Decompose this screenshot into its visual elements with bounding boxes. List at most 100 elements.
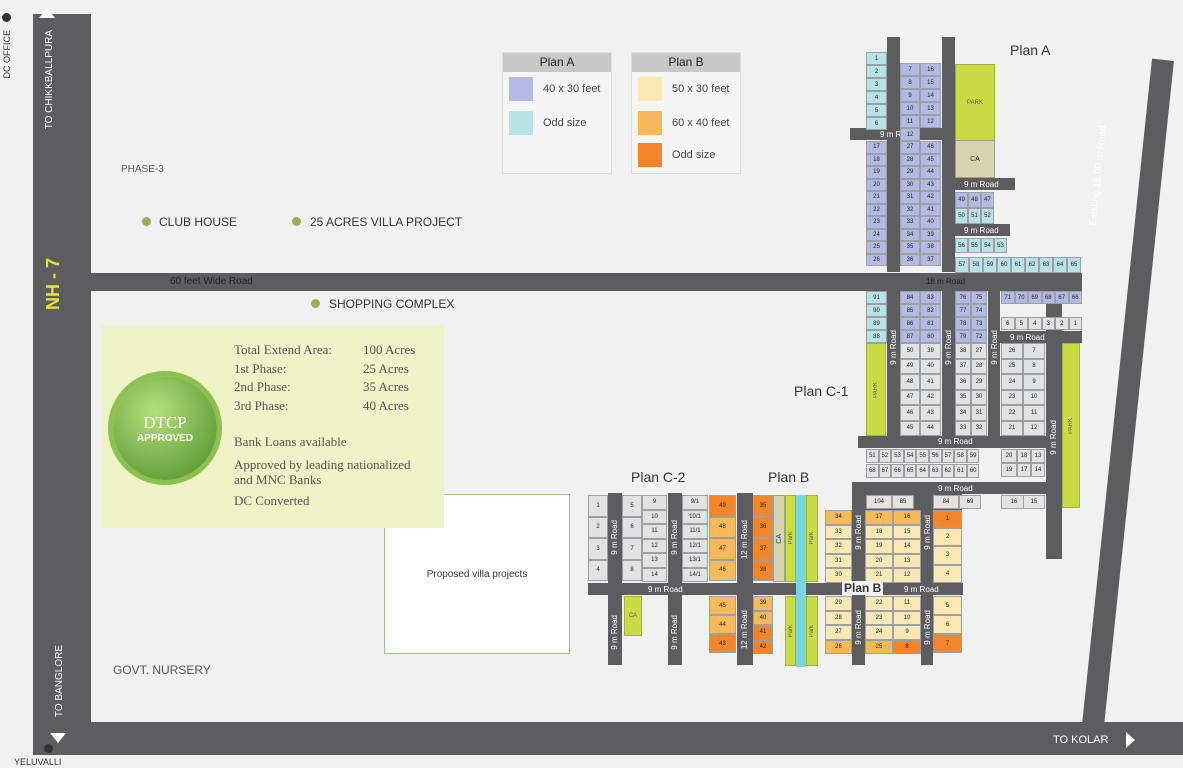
- plot-54[interactable]: 54: [981, 238, 994, 253]
- plot-1[interactable]: 1: [588, 495, 608, 517]
- plot-47[interactable]: 47: [709, 538, 736, 560]
- plot-21[interactable]: 21: [1001, 420, 1023, 436]
- plot-19[interactable]: 19: [866, 166, 887, 179]
- plot-55[interactable]: 55: [968, 238, 981, 253]
- plot-5[interactable]: 5: [1014, 317, 1028, 330]
- plot-26[interactable]: 26: [866, 253, 887, 266]
- plot-68[interactable]: 68: [1041, 291, 1055, 304]
- plot-28[interactable]: 28: [971, 358, 987, 374]
- plot-65[interactable]: 65: [1067, 257, 1081, 273]
- plot-2[interactable]: 2: [588, 516, 608, 538]
- plot-85[interactable]: 85: [892, 495, 914, 509]
- plot-23[interactable]: 23: [866, 216, 887, 229]
- plot-67[interactable]: 67: [878, 464, 892, 478]
- plot-32[interactable]: 32: [971, 420, 987, 436]
- plot-44[interactable]: 44: [709, 615, 736, 634]
- plot-44[interactable]: 44: [920, 166, 941, 179]
- plot-3[interactable]: 3: [866, 78, 887, 91]
- plot-7[interactable]: 7: [1023, 343, 1045, 359]
- plot-30[interactable]: 30: [900, 178, 920, 191]
- plot-18[interactable]: 18: [865, 524, 893, 539]
- plot-13[interactable]: 13: [893, 553, 921, 568]
- plot-16[interactable]: 16: [893, 510, 921, 525]
- plot-44[interactable]: 44: [920, 420, 941, 436]
- plot-9[interactable]: 9: [893, 625, 921, 640]
- plot-31[interactable]: 31: [971, 405, 987, 421]
- plot-48[interactable]: 48: [968, 192, 981, 208]
- plot-7[interactable]: 7: [622, 538, 642, 560]
- plot-25[interactable]: 25: [1001, 358, 1023, 374]
- plot-14/1[interactable]: 14/1: [682, 567, 708, 582]
- plot-31[interactable]: 31: [825, 553, 852, 568]
- plot-74[interactable]: 74: [971, 304, 987, 317]
- plot-54[interactable]: 54: [903, 449, 917, 463]
- plot-5[interactable]: 5: [933, 596, 962, 615]
- plot-78[interactable]: 78: [955, 317, 971, 330]
- plot-68[interactable]: 68: [866, 464, 879, 478]
- plot-9[interactable]: 9: [642, 495, 667, 510]
- plot-85[interactable]: 85: [900, 304, 920, 317]
- plot-3[interactable]: 3: [933, 546, 962, 565]
- plot-41[interactable]: 41: [753, 625, 773, 640]
- plot-20[interactable]: 20: [866, 178, 887, 191]
- plot-39[interactable]: 39: [920, 343, 941, 359]
- plot-73[interactable]: 73: [971, 317, 987, 330]
- plot-15[interactable]: 15: [920, 76, 941, 89]
- plot-40[interactable]: 40: [920, 216, 941, 229]
- plot-11[interactable]: 11: [900, 115, 920, 128]
- plot-60[interactable]: 60: [966, 464, 980, 478]
- plot-89[interactable]: 89: [866, 317, 887, 330]
- plot-81[interactable]: 81: [920, 317, 941, 330]
- plot-33[interactable]: 33: [825, 524, 852, 539]
- plot-25[interactable]: 25: [866, 241, 887, 254]
- plot-11[interactable]: 11: [642, 524, 667, 539]
- plot-11[interactable]: 11: [1023, 405, 1045, 421]
- plot-58[interactable]: 58: [954, 449, 967, 463]
- plot-30[interactable]: 30: [971, 389, 987, 405]
- plot-4[interactable]: 4: [866, 91, 887, 104]
- plot-24[interactable]: 24: [1001, 374, 1023, 390]
- plot-26[interactable]: 26: [1001, 343, 1023, 359]
- plot-10[interactable]: 10: [893, 610, 921, 625]
- plot-42[interactable]: 42: [753, 639, 773, 654]
- plot-104[interactable]: 104: [866, 495, 892, 509]
- plot-75[interactable]: 75: [971, 291, 987, 304]
- plot-59[interactable]: 59: [966, 449, 980, 463]
- plot-34[interactable]: 34: [825, 510, 852, 525]
- plot-35[interactable]: 35: [900, 241, 920, 254]
- plot-8[interactable]: 8: [900, 76, 920, 89]
- plot-22[interactable]: 22: [1001, 405, 1023, 421]
- plot-30[interactable]: 30: [825, 568, 852, 583]
- plot-43[interactable]: 43: [709, 634, 736, 653]
- plot-2[interactable]: 2: [866, 65, 887, 78]
- plot-62[interactable]: 62: [941, 464, 955, 478]
- plot-80[interactable]: 80: [920, 330, 941, 343]
- plot-91[interactable]: 91: [866, 291, 887, 304]
- plot-60[interactable]: 60: [997, 257, 1011, 273]
- plot-64[interactable]: 64: [916, 464, 929, 478]
- plot-1[interactable]: 1: [933, 510, 962, 529]
- plot-40[interactable]: 40: [753, 610, 773, 625]
- plot-34[interactable]: 34: [900, 228, 920, 241]
- plot-39[interactable]: 39: [920, 228, 941, 241]
- plot-10/1[interactable]: 10/1: [682, 509, 708, 524]
- plot-38[interactable]: 38: [753, 559, 773, 581]
- plot-79[interactable]: 79: [955, 330, 971, 343]
- plot-3[interactable]: 3: [1041, 317, 1055, 330]
- plot-61[interactable]: 61: [954, 464, 967, 478]
- plot-58[interactable]: 58: [969, 257, 983, 273]
- plot-2[interactable]: 2: [1055, 317, 1069, 330]
- plot-5[interactable]: 5: [622, 495, 642, 517]
- plot-33[interactable]: 33: [900, 216, 920, 229]
- plot-45[interactable]: 45: [900, 420, 920, 436]
- plot-6[interactable]: 6: [933, 615, 962, 634]
- plot-37[interactable]: 37: [920, 253, 941, 266]
- plot-13[interactable]: 13: [1031, 449, 1045, 463]
- plot-5[interactable]: 5: [866, 104, 887, 117]
- plot-76[interactable]: 76: [955, 291, 971, 304]
- plot-43[interactable]: 43: [920, 405, 941, 421]
- plot-11/1[interactable]: 11/1: [682, 524, 708, 539]
- plot-18[interactable]: 18: [1017, 449, 1031, 463]
- plot-6[interactable]: 6: [866, 117, 887, 130]
- plot-36[interactable]: 36: [900, 253, 920, 266]
